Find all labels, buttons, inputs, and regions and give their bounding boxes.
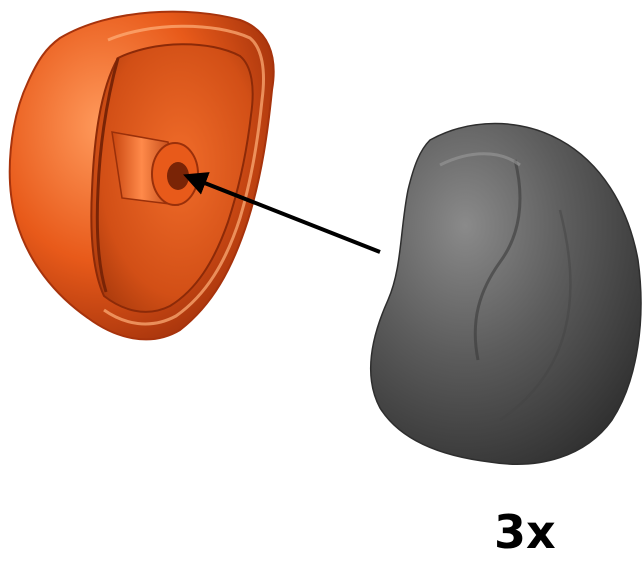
rock-specimen-icon [371,124,641,465]
rock-body [371,124,641,465]
scale-label: 3x [494,505,556,559]
mold-cylinder-hole [167,162,189,190]
mold-shell-icon [10,12,274,340]
